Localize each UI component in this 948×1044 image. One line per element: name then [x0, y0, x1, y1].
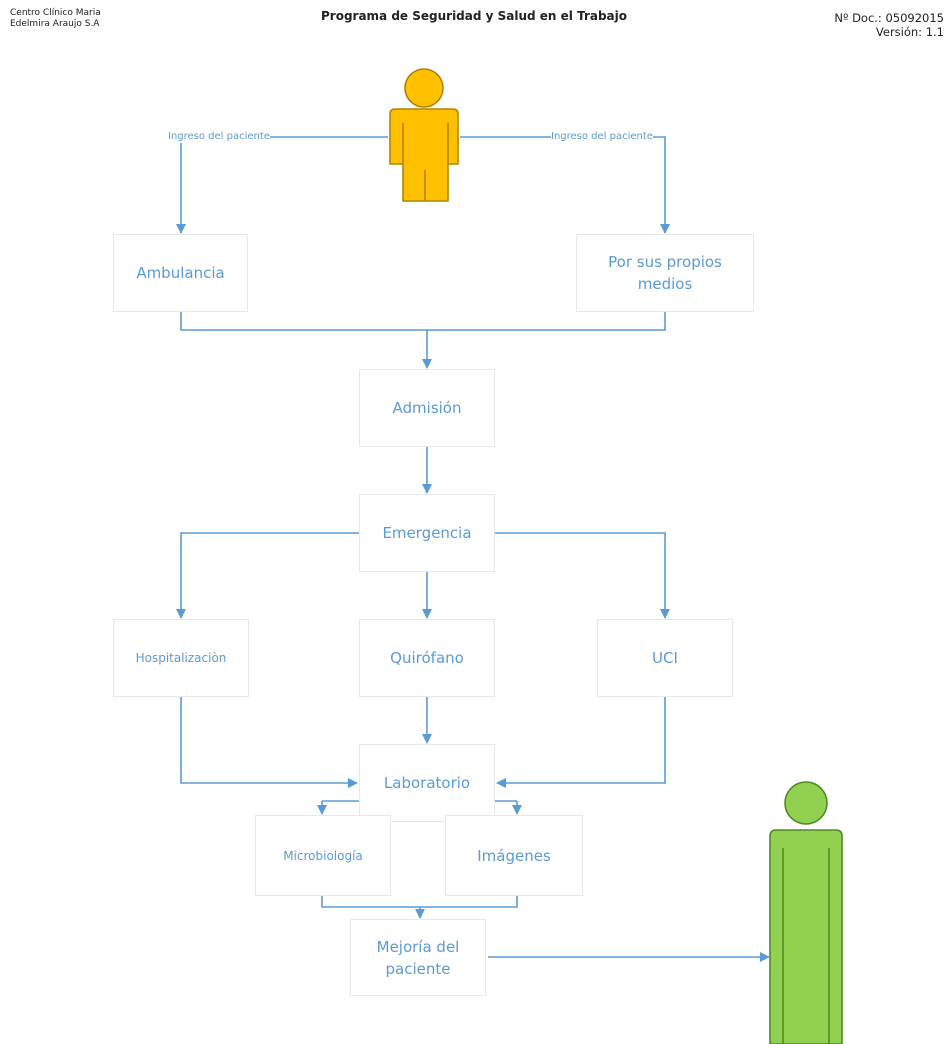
node-mejoria: Mejoría del paciente — [350, 919, 486, 996]
node-quirofano: Quirófano — [359, 619, 495, 697]
node-emergencia: Emergencia — [359, 494, 495, 572]
node-admision: Admisión — [359, 369, 495, 447]
connector-hospitalizacion-laboratorio — [180, 697, 358, 788]
connector-ambulancia-merge — [180, 312, 666, 331]
connector-results-merge — [321, 896, 518, 908]
node-ambulancia: Ambulancia — [113, 234, 248, 312]
document-version: Versión: 1.1 — [875, 25, 944, 39]
connector-entry-ambulancia — [176, 136, 388, 234]
node-propios-medios: Por sus propios medios — [576, 234, 754, 312]
organization-name-line2: Edelmira Araujo S.A — [10, 19, 100, 29]
person-icon — [389, 68, 459, 202]
organization-name: Centro Clínico Maria Edelmira Araujo S.A — [10, 8, 101, 30]
node-microbiologia: Microbiología — [255, 815, 391, 896]
node-hospitalizacion: Hospitalizaciòn — [113, 619, 249, 697]
node-laboratorio: Laboratorio — [359, 744, 495, 822]
document-number: Nº Doc.: 05092015 — [834, 11, 944, 25]
entry-label-left: Ingreso del paciente — [168, 131, 270, 143]
connector-emergencia-hospitalizacion — [176, 532, 359, 619]
connector-entry-propios-medios — [460, 136, 670, 234]
document-title: Programa de Seguridad y Salud en el Trab… — [320, 9, 628, 23]
node-uci: UCI — [597, 619, 733, 697]
document-info: Nº Doc.: 05092015 Versión: 1.1 — [834, 11, 944, 39]
node-imagenes: Imágenes — [445, 815, 583, 896]
organization-name-line1: Centro Clínico Maria — [10, 8, 101, 18]
entry-label-right: Ingreso del paciente — [551, 131, 653, 143]
connector-emergencia-uci — [495, 532, 670, 619]
person-icon — [769, 781, 843, 1044]
connector-uci-laboratorio — [496, 697, 666, 788]
